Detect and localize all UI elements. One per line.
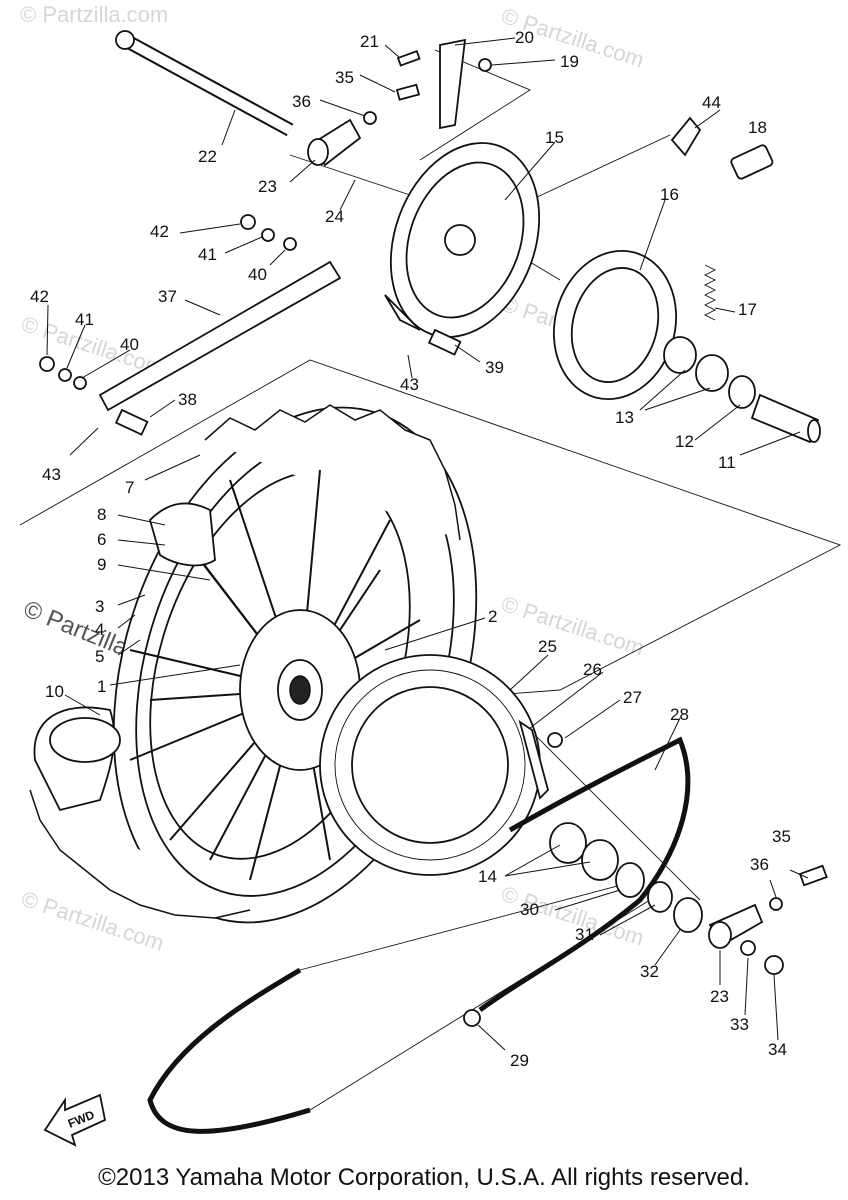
callout-6: 6 bbox=[97, 530, 106, 549]
callout-40: 40 bbox=[248, 265, 267, 284]
collar bbox=[750, 393, 821, 444]
callout-16: 16 bbox=[660, 185, 679, 204]
callout-36: 36 bbox=[292, 92, 311, 111]
brake-link bbox=[439, 38, 467, 130]
callout-18: 18 bbox=[748, 118, 767, 137]
callout-32: 32 bbox=[640, 962, 659, 981]
copyright-notice: ©2013 Yamaha Motor Corporation, U.S.A. A… bbox=[98, 1164, 750, 1191]
callout-22: 22 bbox=[198, 147, 217, 166]
callout-1: 1 bbox=[97, 677, 106, 696]
drive-chain bbox=[147, 736, 691, 1134]
callout-35: 35 bbox=[335, 68, 354, 87]
callout-10: 10 bbox=[45, 682, 64, 701]
callout-42b: 42 bbox=[30, 287, 49, 306]
callout-33: 33 bbox=[730, 1015, 749, 1034]
callout-13: 13 bbox=[615, 408, 634, 427]
callout-9: 9 bbox=[97, 555, 106, 574]
callout-40b: 40 bbox=[120, 335, 139, 354]
callout-11: 11 bbox=[718, 453, 736, 472]
callout-2: 2 bbox=[488, 607, 497, 626]
callout-24: 24 bbox=[325, 207, 344, 226]
forward-direction-arrow: FWD bbox=[43, 1093, 107, 1147]
callout-41b: 41 bbox=[75, 310, 94, 329]
callout-labels: 21 20 19 35 36 44 18 15 22 23 16 24 42 4… bbox=[30, 28, 791, 1070]
fasteners bbox=[39, 50, 828, 1027]
brake-shoes bbox=[552, 250, 678, 400]
callout-20: 20 bbox=[515, 28, 534, 47]
callout-44: 44 bbox=[702, 93, 721, 112]
callout-35b: 35 bbox=[772, 827, 791, 846]
callout-5: 5 bbox=[95, 647, 104, 666]
callout-43: 43 bbox=[400, 375, 419, 394]
callout-30: 30 bbox=[520, 900, 539, 919]
watermark: © Partzilla.com bbox=[20, 2, 168, 27]
callout-23b: 23 bbox=[710, 987, 729, 1006]
chain-adjusters bbox=[307, 118, 764, 949]
callout-41: 41 bbox=[198, 245, 217, 264]
callout-38: 38 bbox=[178, 390, 197, 409]
callout-14: 14 bbox=[478, 867, 497, 886]
callout-3: 3 bbox=[95, 597, 104, 616]
callout-8: 8 bbox=[97, 505, 106, 524]
rear-sprocket bbox=[319, 654, 541, 876]
callout-17: 17 bbox=[738, 300, 757, 319]
tube-and-rim-band bbox=[33, 502, 216, 812]
callout-34: 34 bbox=[768, 1040, 787, 1059]
callout-36b: 36 bbox=[750, 855, 769, 874]
callout-21: 21 bbox=[360, 32, 379, 51]
callout-25: 25 bbox=[538, 637, 557, 656]
callout-31: 31 bbox=[575, 925, 594, 944]
callout-39: 39 bbox=[485, 358, 504, 377]
torque-arm bbox=[98, 260, 342, 412]
axle bbox=[115, 30, 294, 137]
callout-37: 37 bbox=[158, 287, 177, 306]
callout-29: 29 bbox=[510, 1051, 529, 1070]
tire-tread bbox=[29, 404, 461, 919]
brake-plate bbox=[384, 142, 541, 338]
callout-7: 7 bbox=[125, 478, 134, 497]
callout-15: 15 bbox=[545, 128, 564, 147]
watermark: © Partzilla.com bbox=[498, 591, 647, 661]
callout-43b: 43 bbox=[42, 465, 61, 484]
bearings bbox=[663, 336, 756, 409]
callout-27: 27 bbox=[623, 688, 642, 707]
sprocket-bearings bbox=[549, 822, 703, 933]
callout-42: 42 bbox=[150, 222, 169, 241]
callout-12: 12 bbox=[675, 432, 694, 451]
callout-28: 28 bbox=[670, 705, 689, 724]
leader-lines bbox=[46, 37, 809, 1051]
callout-4: 4 bbox=[95, 620, 104, 639]
callout-26: 26 bbox=[583, 660, 602, 679]
callout-19: 19 bbox=[560, 52, 579, 71]
callout-23: 23 bbox=[258, 177, 277, 196]
